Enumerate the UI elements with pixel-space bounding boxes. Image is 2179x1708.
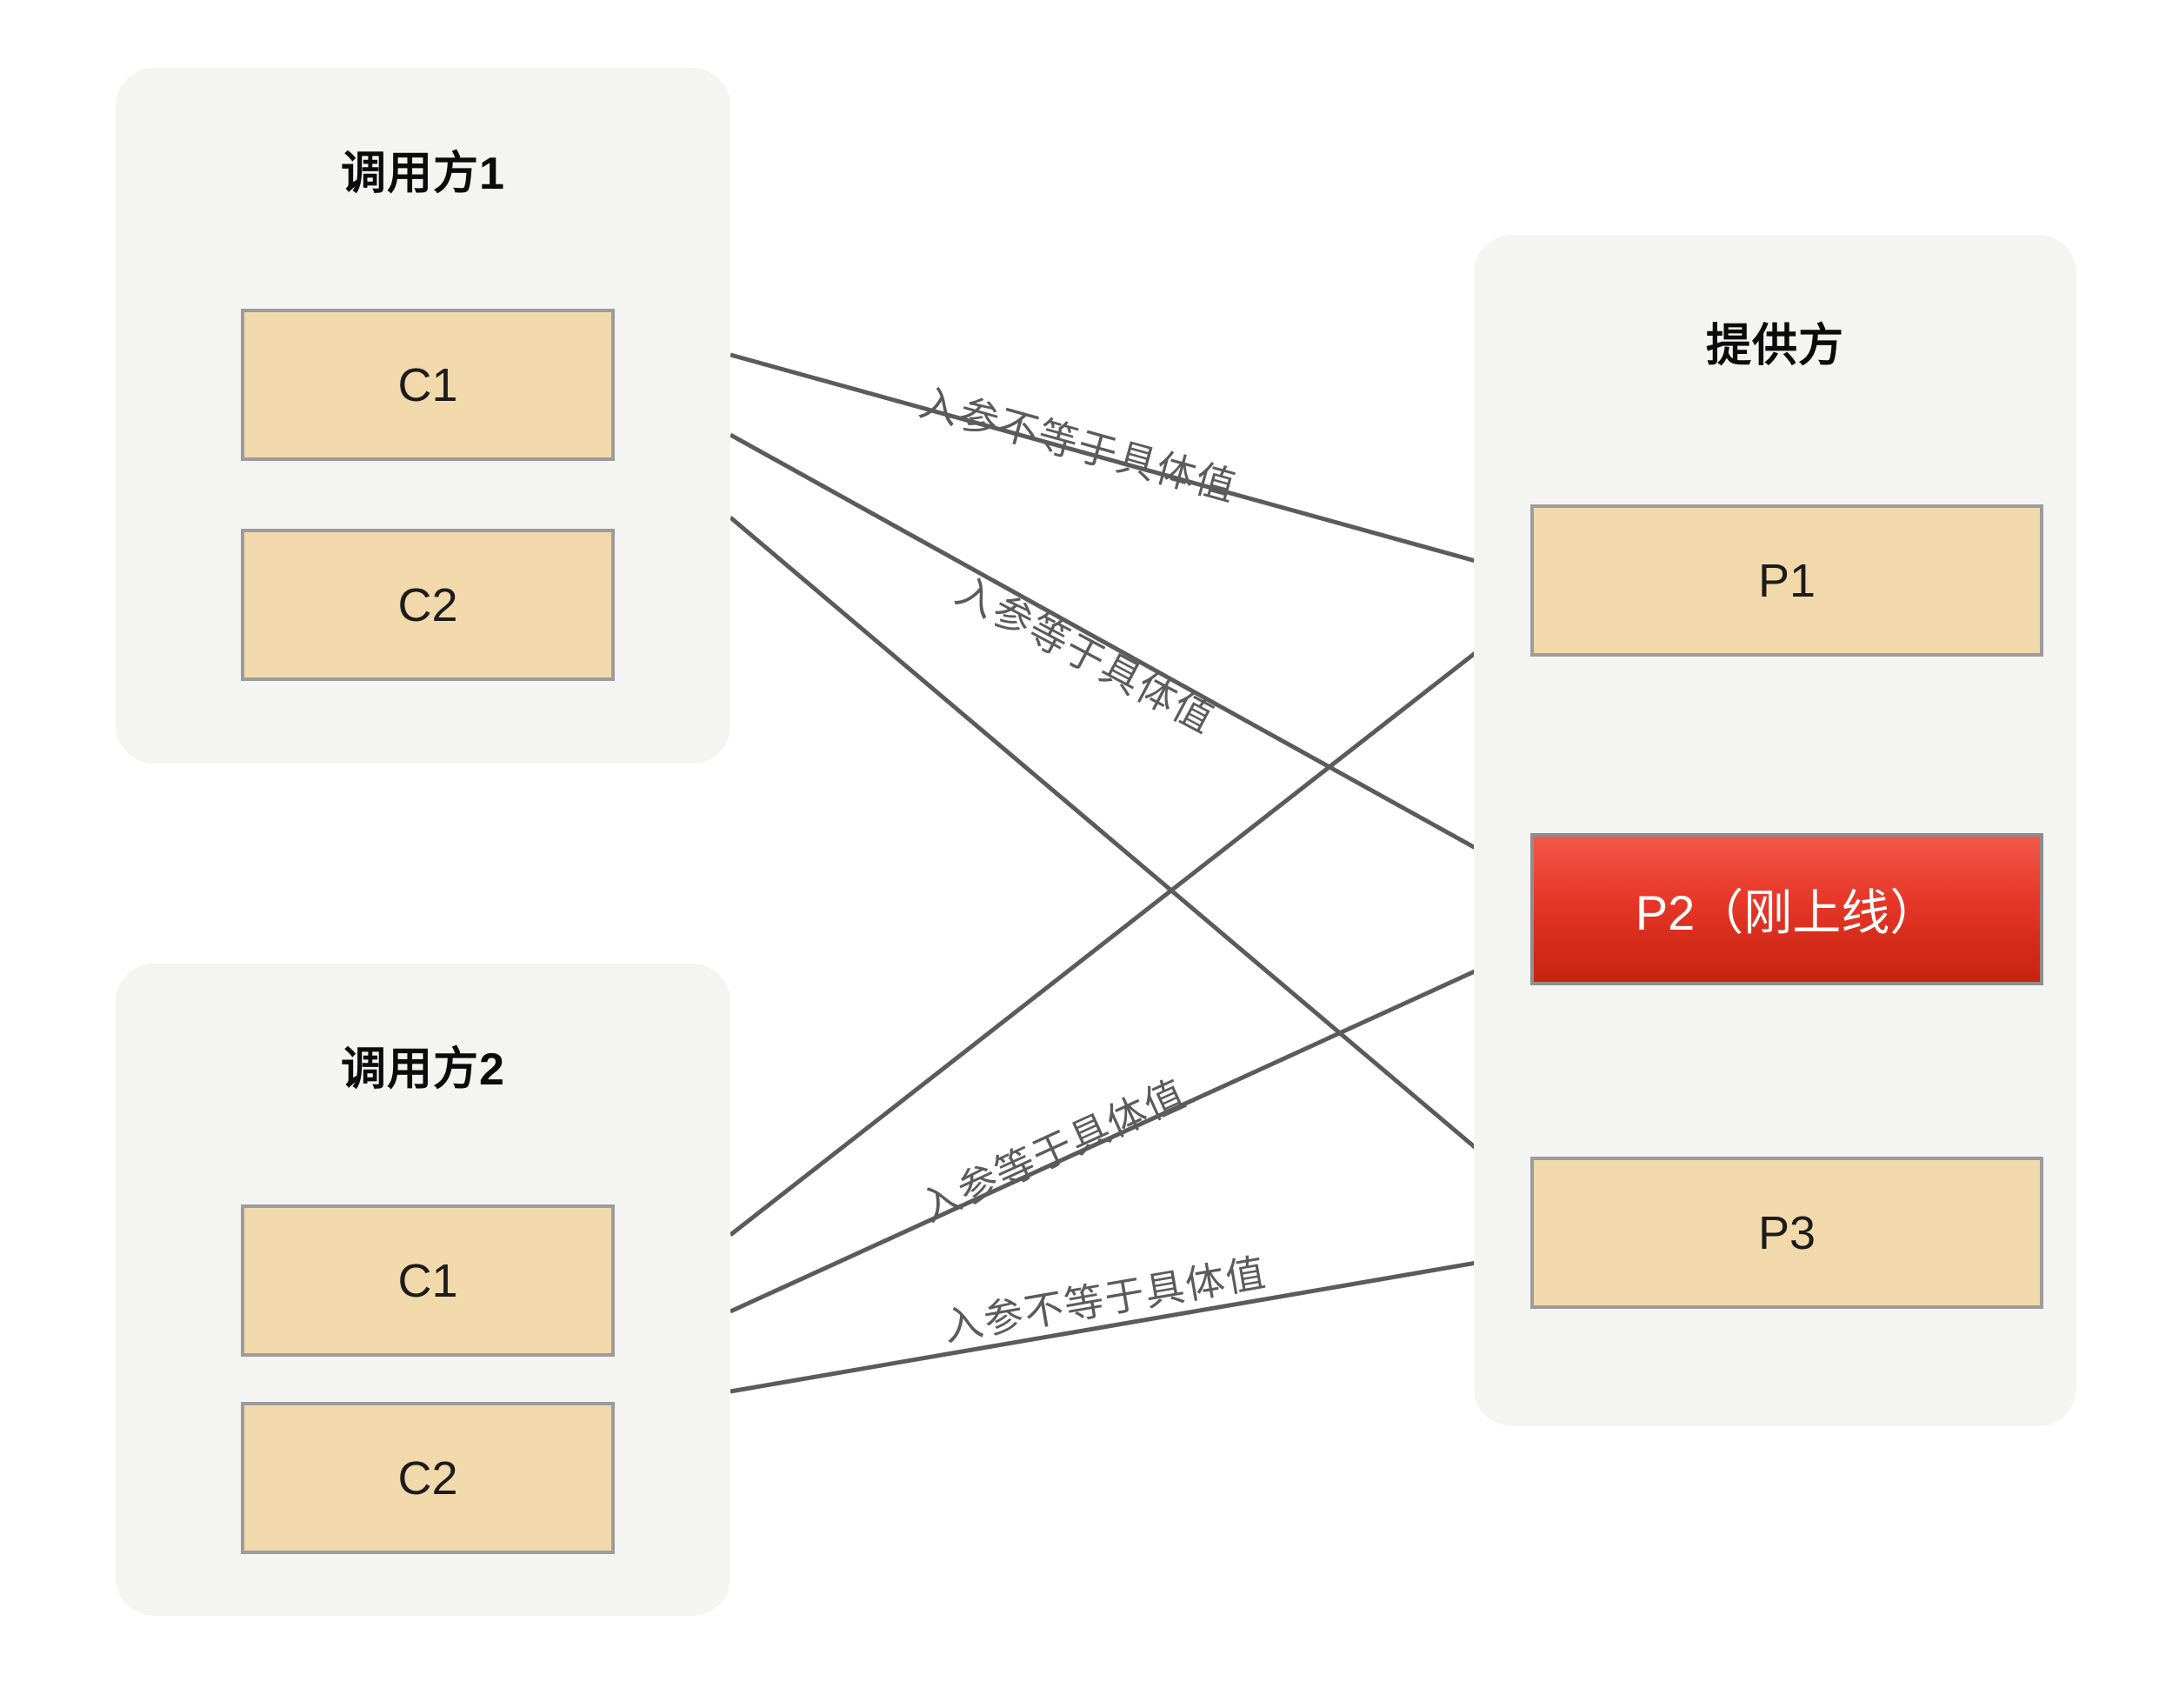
node-caller2-c2[interactable]: C2 — [241, 1402, 615, 1554]
node-provider-p1[interactable]: P1 — [1530, 504, 2043, 657]
node-caller1-c2[interactable]: C2 — [241, 529, 615, 681]
node-caller1-c1[interactable]: C1 — [241, 309, 615, 461]
edge-label-caller1-c1-to-p1: 入参不等于具体值 — [915, 379, 1243, 510]
node-provider-p2[interactable]: P2（刚上线） — [1530, 833, 2043, 985]
group-caller2-title: 调用方2 — [341, 1044, 505, 1095]
group-provider-title: 提供方 — [1705, 321, 1844, 371]
node-caller2-c1[interactable]: C1 — [241, 1204, 615, 1357]
node-provider-p3[interactable]: P3 — [1530, 1157, 2043, 1309]
group-caller1-title: 调用方1 — [341, 149, 505, 199]
edge-label-caller1-c1-to-p2: 入参等于具体值 — [949, 568, 1223, 743]
edge-label-caller2-c1-to-p2: 入参等于具体值 — [914, 1071, 1193, 1231]
edge-label-caller2-c2-to-p3: 入参不等于具体值 — [940, 1250, 1270, 1350]
